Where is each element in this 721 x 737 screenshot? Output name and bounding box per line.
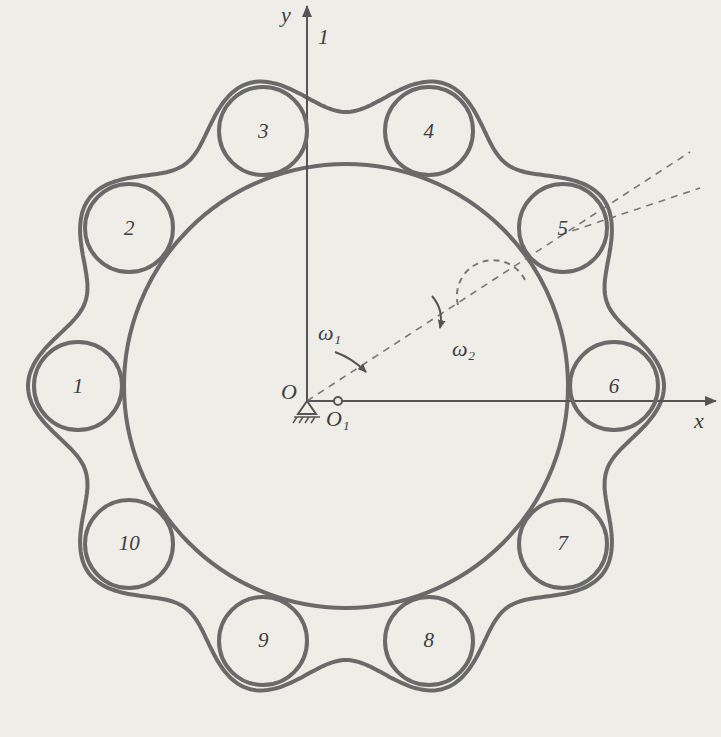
axis-label: x [694,410,704,432]
roller-path-arc [457,260,526,305]
roller-circle: 10 [83,498,175,590]
rotation-arrow [432,296,441,328]
callout-number: 2 [124,218,135,239]
roller-circle: 9 [217,595,309,687]
callout-number: 1 [318,26,329,48]
roller-circle: 1 [32,340,124,432]
center-line [307,152,690,401]
callout-number: 9 [258,630,269,651]
callout-number: 8 [424,630,435,651]
callout-number: 1 [73,376,84,397]
inner-disc [124,164,568,608]
callout-number: 7 [558,533,569,554]
angular-velocity: ω₂ [452,338,475,360]
roller-circle: 2 [83,182,175,274]
roller-circle: 8 [383,595,475,687]
y-axis [306,6,308,401]
cam-housing-outline [28,82,664,691]
support-hatch [293,417,320,423]
callout-number: 3 [258,121,269,142]
angular-velocity: ω₁ [318,322,341,344]
roller-circle: 6 [568,340,660,432]
roller-circle: 4 [383,85,475,177]
center-line [560,188,700,235]
fixed-support [298,401,316,414]
rotation-arrow [335,352,366,372]
callout-number: 4 [424,121,435,142]
roller-circle: 3 [217,85,309,177]
roller-circle: 7 [517,498,609,590]
point-label: O₁ [326,408,350,430]
callout-number: 10 [119,533,140,554]
center-point [334,397,342,405]
point-label: O [281,381,297,403]
callout-number: 6 [609,376,620,397]
roller-circle: 5 [517,182,609,274]
callout-number: 5 [558,218,569,239]
axis-label: y [281,4,291,26]
